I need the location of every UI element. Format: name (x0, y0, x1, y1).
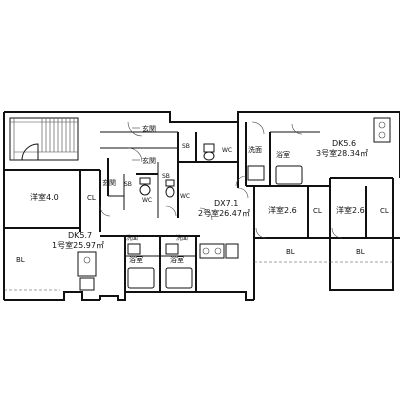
label-wc: WC (180, 193, 190, 200)
interior-walls (4, 122, 393, 292)
label-entrance: 玄関 (102, 178, 116, 187)
doors (99, 121, 343, 239)
kitchen-icon (199, 243, 225, 259)
label-bathroom: 浴室 (129, 255, 143, 264)
unit-2-layout: DX7.1 (214, 199, 238, 208)
bathtub-icon (127, 267, 155, 289)
label-balcony: BL (286, 248, 295, 256)
unit-2-area: 2号室26.47㎡ (198, 208, 250, 218)
label-closet: CL (313, 207, 322, 215)
label-western-room-3: 洋室2.6 (336, 205, 365, 215)
label-washroom: 洗面 (176, 234, 188, 242)
toilet-icon (203, 143, 215, 161)
label-balcony: BL (16, 256, 25, 264)
fixtures (77, 117, 391, 291)
washbasin-icon (165, 243, 179, 255)
label-entrance: 玄関 (142, 156, 156, 165)
label-washroom: 洗面 (126, 234, 138, 242)
unit-3-area: 3号室28.34㎡ (316, 148, 368, 158)
refrigerator-icon (225, 243, 239, 259)
unit-1-area: 1号室25.97㎡ (52, 240, 104, 250)
label-wc: WC (142, 197, 152, 204)
room-labels: 玄関 玄関 玄関 SB SB SB WC WC WC 洗面 浴室 洗面 洗面 浴… (16, 124, 389, 264)
unit-labels: DK5.7 1号室25.97㎡ DX7.1 2号室26.47㎡ DK5.6 3号… (52, 139, 368, 250)
toilet-icon (165, 179, 175, 198)
label-western-room-1: 洋室4.0 (30, 192, 59, 202)
label-wc: WC (222, 147, 232, 154)
label-entrance: 玄関 (142, 124, 156, 133)
balconies (4, 261, 393, 291)
unit-1-layout: DK5.7 (68, 231, 92, 240)
washbasin-icon (127, 243, 141, 255)
label-closet: CL (380, 207, 389, 215)
bathtub-icon (275, 165, 303, 185)
label-western-room-2: 洋室2.6 (268, 205, 297, 215)
label-bathroom: 浴室 (276, 150, 290, 159)
kitchen-icon (373, 117, 391, 143)
label-sb: SB (124, 181, 132, 188)
stairs (9, 117, 79, 161)
bathtub-icon (165, 267, 193, 289)
label-sb: SB (182, 143, 190, 150)
kitchen-icon (77, 251, 97, 277)
label-closet: CL (87, 194, 96, 202)
label-bathroom: 浴室 (170, 255, 184, 264)
label-sb: SB (162, 173, 170, 180)
label-washroom: 洗面 (248, 145, 262, 154)
washbasin-icon (247, 165, 265, 181)
label-balcony: BL (356, 248, 365, 256)
toilet-icon (139, 177, 151, 196)
refrigerator-icon (79, 277, 95, 291)
unit-3-layout: DK5.6 (332, 139, 356, 148)
